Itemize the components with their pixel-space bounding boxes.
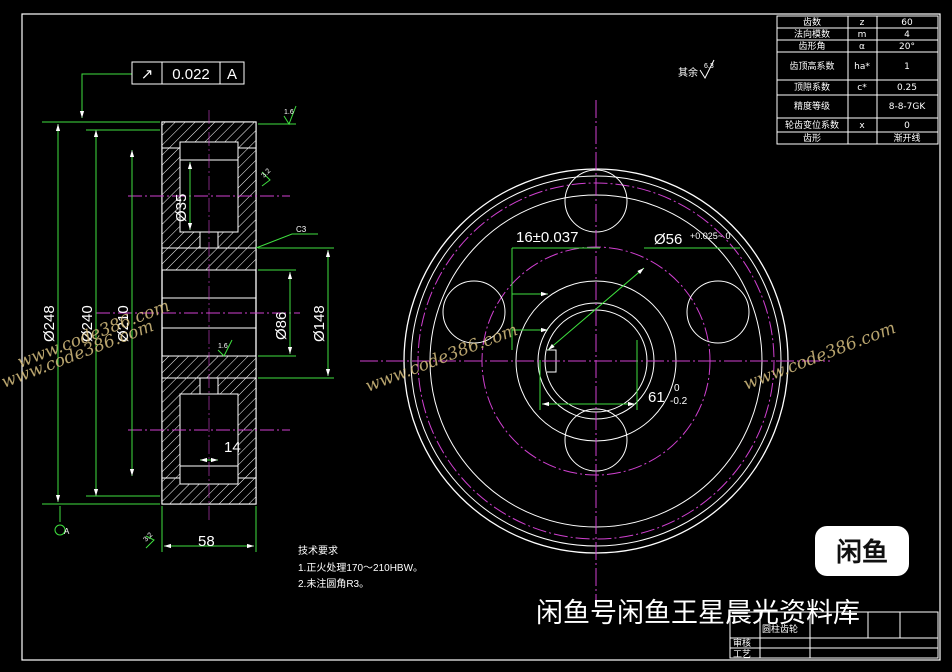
param-symbol: x — [859, 121, 865, 131]
dim-chamfer: C3 — [296, 225, 307, 234]
surface-note: 其余 — [678, 66, 698, 79]
front-view — [360, 59, 830, 600]
param-value: 60 — [901, 18, 913, 28]
dim-bore-tol: +0.025~ 0 — [690, 231, 731, 241]
param-value: 0.25 — [897, 83, 917, 93]
param-name: 齿形 — [803, 132, 821, 144]
param-symbol: ha* — [854, 62, 870, 72]
roughness-rest: 6.3 — [704, 63, 714, 70]
dim-key-width: 16±0.037 — [516, 229, 578, 246]
banner-text: 闲鱼号闲鱼王星晨光资料库 — [536, 598, 860, 629]
roughness-b: 3.2 — [260, 168, 272, 180]
dim-d35: Ø35 — [173, 194, 190, 222]
param-name: 精度等级 — [794, 100, 830, 112]
param-symbol: α — [859, 42, 865, 52]
tech-req-line2: 2.未注圆角R3。 — [298, 577, 369, 590]
param-symbol: m — [858, 30, 867, 40]
dim-key-depth-lower: -0.2 — [670, 396, 688, 407]
param-name: 法向模数 — [794, 28, 830, 40]
param-value: 0 — [904, 121, 910, 131]
watermark-3: www.code386.com — [741, 318, 899, 395]
logo-text: 闲鱼 — [836, 538, 888, 568]
tech-req-line1: 1.正火处理170～210HBW。 — [298, 562, 423, 574]
dim-key-depth-upper: 0 — [674, 383, 680, 394]
param-name: 齿形角 — [798, 40, 825, 52]
param-name: 齿数 — [803, 16, 821, 28]
roughness-a: 1.6 — [284, 109, 294, 116]
tolerance-datum: A — [227, 66, 237, 83]
title-block: 圆柱齿轮 审核 工艺 — [729, 611, 939, 660]
xianyu-logo: 闲鱼 — [815, 526, 909, 576]
param-name: 齿顶高系数 — [789, 60, 834, 72]
watermark-2: www.code386.com — [363, 320, 521, 397]
param-symbol: c* — [857, 83, 867, 93]
drawing-border — [21, 13, 941, 661]
datum-a: A — [64, 527, 70, 536]
dim-d210: Ø210 — [115, 305, 132, 342]
title-block-review: 审核 — [733, 637, 751, 649]
roughness-c: 1.6 — [218, 343, 228, 350]
tech-req-title: 技术要求 — [298, 544, 338, 557]
dim-d248: Ø248 — [41, 305, 58, 342]
tolerance-frame: ↗ 0.022 A — [131, 61, 245, 85]
param-name: 轮齿变位系数 — [785, 119, 839, 131]
param-value: 1 — [904, 62, 910, 72]
param-symbol: z — [860, 18, 865, 28]
title-block-name: 圆柱齿轮 — [762, 623, 798, 635]
dim-bore: Ø56 — [654, 231, 682, 248]
tolerance-value: 0.022 — [172, 66, 210, 83]
dim-d240: Ø240 — [79, 305, 96, 342]
dim-w58: 58 — [198, 533, 215, 550]
params-table: 齿数 z 60 法向模数 m 4 齿形角 α 20° 齿顶高系数 ha* 1 顶隙系数 c* 0.25 精度等… — [776, 15, 939, 145]
side-section-view — [42, 73, 334, 552]
param-name: 顶隙系数 — [794, 81, 830, 93]
param-value: 20° — [899, 42, 915, 52]
dim-d148: Ø148 — [311, 305, 328, 342]
param-value: 8-8-7GK — [889, 102, 927, 112]
dim-d86: Ø86 — [273, 312, 290, 340]
title-block-process: 工艺 — [733, 649, 751, 660]
dim-key-depth: 61 — [648, 389, 665, 406]
param-value: 渐开线 — [893, 132, 920, 144]
tolerance-symbol: ↗ — [141, 66, 154, 83]
roughness-d: 3.2 — [142, 532, 154, 544]
dim-w14: 14 — [224, 439, 241, 456]
param-value: 4 — [904, 30, 910, 40]
